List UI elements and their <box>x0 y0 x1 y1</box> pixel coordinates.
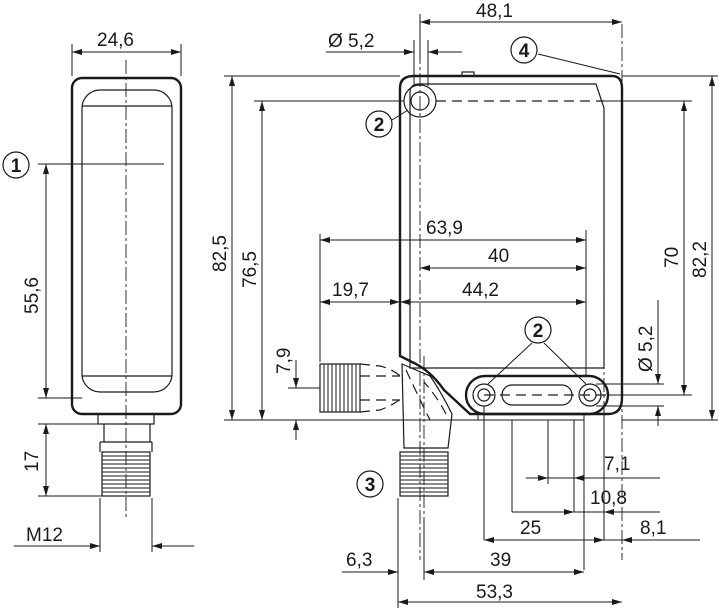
dim-71-label: 7,1 <box>604 454 630 475</box>
front-height-55-label: 55,6 <box>22 277 43 314</box>
side-housing-outline <box>398 74 624 416</box>
side-view: 48,1 Ø 5,2 4 2 82,5 76,5 <box>210 1 718 608</box>
height-822-label: 82,2 <box>690 241 711 278</box>
width-197-label: 19,7 <box>332 280 369 301</box>
front-lens-window <box>81 89 173 393</box>
callout-2-top: 2 <box>374 115 385 136</box>
callout-3: 3 <box>365 475 376 496</box>
total-width-label: 48,1 <box>476 1 513 22</box>
height-70-label: 70 <box>662 247 683 268</box>
height-765-label: 76,5 <box>240 251 261 288</box>
width-639-label: 63,9 <box>426 218 463 239</box>
thread-label: M12 <box>26 525 63 546</box>
width-442-label: 44,2 <box>462 280 499 301</box>
dim-81-label: 8,1 <box>640 518 666 539</box>
callout-1: 1 <box>11 156 22 177</box>
side-connector-vertical <box>401 363 453 449</box>
dim-25-label: 25 <box>520 518 541 539</box>
offset-79-label: 7,9 <box>274 348 295 374</box>
width-40-label: 40 <box>488 246 509 267</box>
front-view: 24,6 1 55,6 17 M12 <box>2 30 194 552</box>
callout-2-bottom: 2 <box>533 321 544 342</box>
callout-4: 4 <box>519 41 530 62</box>
height-825-label: 82,5 <box>210 235 231 272</box>
dim-533-label: 53,3 <box>476 582 513 603</box>
side-inner-window <box>409 83 605 369</box>
dim-39-label: 39 <box>490 550 511 571</box>
hole-label-right: Ø 5,2 <box>636 326 657 372</box>
front-width-label: 24,6 <box>97 30 134 51</box>
hole-label-top: Ø 5,2 <box>328 31 374 52</box>
front-connector-17-label: 17 <box>22 451 43 472</box>
dim-63-label: 6,3 <box>346 550 372 571</box>
dim-108-label: 10,8 <box>590 488 627 509</box>
front-housing-outline <box>70 76 183 416</box>
